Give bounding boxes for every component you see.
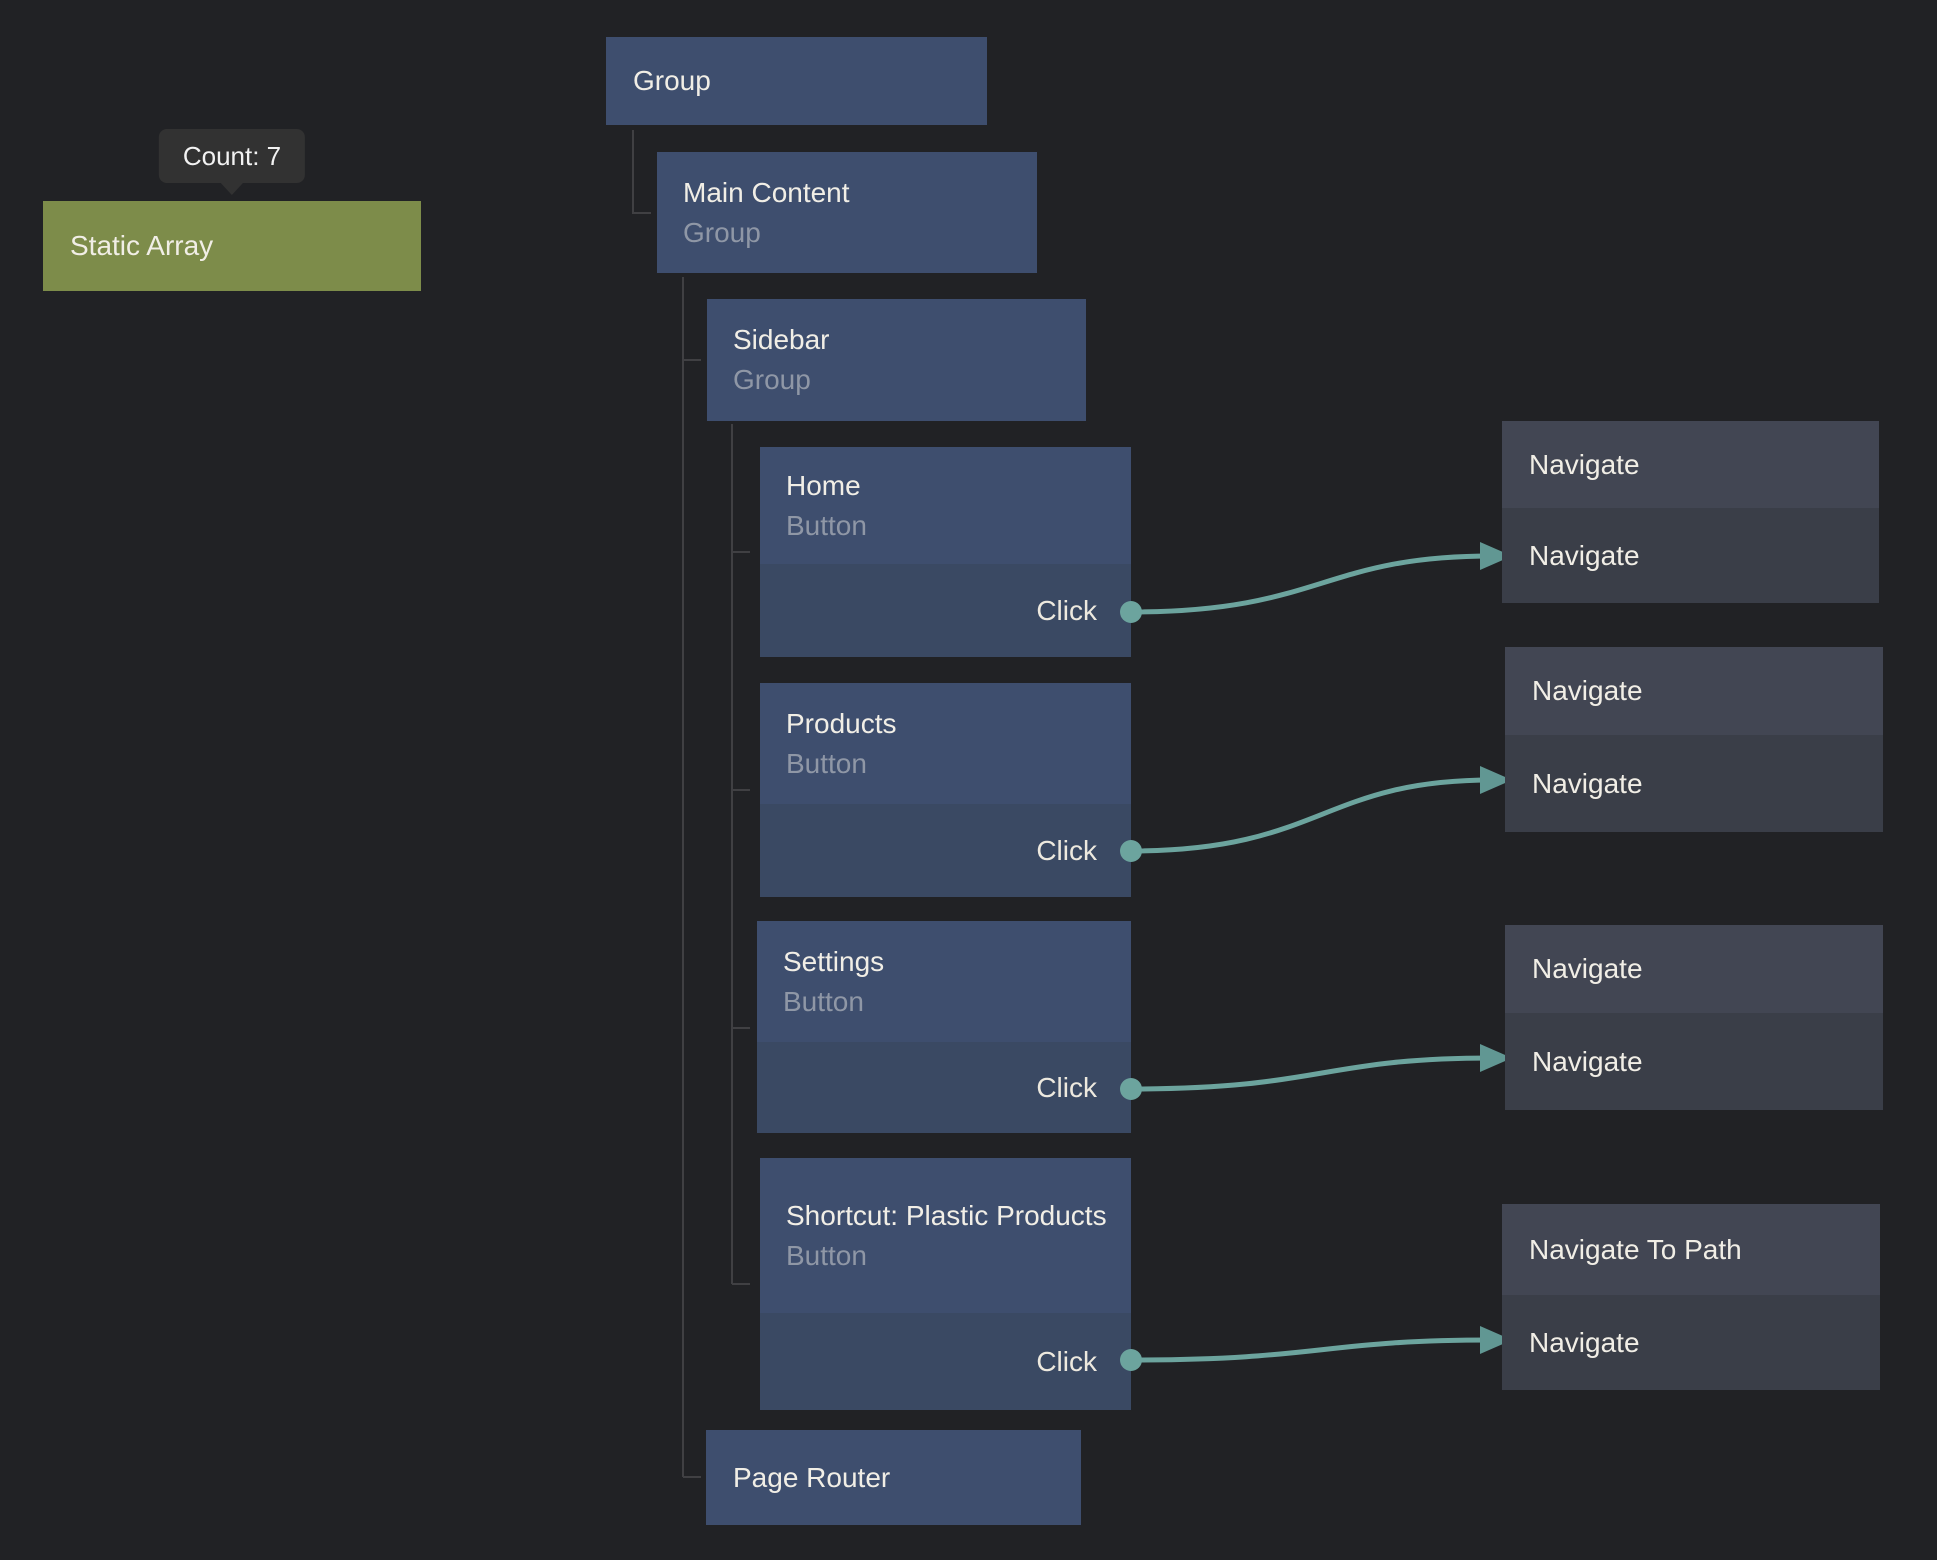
node-title: Navigate bbox=[1532, 953, 1643, 984]
node-sidebar[interactable]: Sidebar Group bbox=[707, 299, 1086, 421]
connection-wire bbox=[1130, 1055, 1493, 1092]
node-subtitle: Group bbox=[683, 216, 761, 248]
tree-connector-line bbox=[632, 130, 651, 214]
click-output-port[interactable] bbox=[1120, 1078, 1142, 1100]
node-title: Static Array bbox=[70, 230, 214, 261]
node-navigate-3[interactable]: Navigate Navigate bbox=[1505, 925, 1883, 1110]
node-shortcut-plastic-products-button[interactable]: Shortcut: Plastic Products Button Click bbox=[760, 1158, 1131, 1410]
node-title: Navigate To Path bbox=[1529, 1233, 1742, 1265]
node-title: Navigate bbox=[1529, 448, 1640, 480]
click-output-port[interactable] bbox=[1120, 840, 1142, 862]
node-subtitle: Button bbox=[786, 1239, 867, 1271]
node-page-router[interactable]: Page Router bbox=[706, 1430, 1081, 1525]
node-static-array[interactable]: Static Array bbox=[43, 201, 421, 291]
click-output-port[interactable] bbox=[1120, 1349, 1142, 1371]
node-settings-button[interactable]: Settings Button Click bbox=[757, 921, 1131, 1133]
node-title: Main Content bbox=[683, 176, 850, 208]
connection-wire bbox=[1130, 553, 1493, 615]
navigate-input-label: Navigate bbox=[1529, 539, 1640, 571]
click-output-label: Click bbox=[1036, 1345, 1097, 1377]
connection-wire bbox=[1130, 777, 1493, 854]
node-navigate-1[interactable]: Navigate Navigate bbox=[1502, 421, 1879, 603]
node-title: Group bbox=[633, 65, 711, 96]
node-title: Products bbox=[786, 707, 897, 739]
navigate-input-label: Navigate bbox=[1529, 1326, 1640, 1358]
node-subtitle: Button bbox=[786, 509, 867, 541]
navigate-input-label: Navigate bbox=[1532, 767, 1643, 799]
node-main-content[interactable]: Main Content Group bbox=[657, 152, 1037, 273]
connection-wire bbox=[1130, 1337, 1493, 1363]
node-home-button[interactable]: Home Button Click bbox=[760, 447, 1131, 657]
node-navigate-to-path[interactable]: Navigate To Path Navigate bbox=[1502, 1204, 1880, 1390]
node-title: Page Router bbox=[733, 1461, 891, 1493]
count-tooltip: Count: 7 bbox=[158, 129, 306, 183]
node-title: Navigate bbox=[1532, 675, 1643, 706]
click-output-label: Click bbox=[1036, 594, 1097, 626]
node-subtitle: Group bbox=[733, 364, 811, 395]
node-title: Sidebar bbox=[733, 324, 830, 355]
tooltip-label: Count: 7 bbox=[182, 141, 282, 171]
click-output-label: Click bbox=[1036, 1071, 1097, 1103]
node-subtitle: Button bbox=[783, 985, 864, 1017]
node-products-button[interactable]: Products Button Click bbox=[760, 683, 1131, 897]
click-output-label: Click bbox=[1036, 834, 1097, 866]
navigate-input-label: Navigate bbox=[1532, 1045, 1643, 1077]
node-group[interactable]: Group bbox=[606, 37, 987, 125]
node-subtitle: Button bbox=[786, 747, 867, 779]
node-navigate-2[interactable]: Navigate Navigate bbox=[1505, 647, 1883, 832]
node-title: Settings bbox=[783, 945, 885, 977]
node-title: Shortcut: Plastic Products bbox=[786, 1199, 1107, 1231]
click-output-port[interactable] bbox=[1120, 601, 1142, 623]
node-title: Home bbox=[786, 469, 861, 501]
